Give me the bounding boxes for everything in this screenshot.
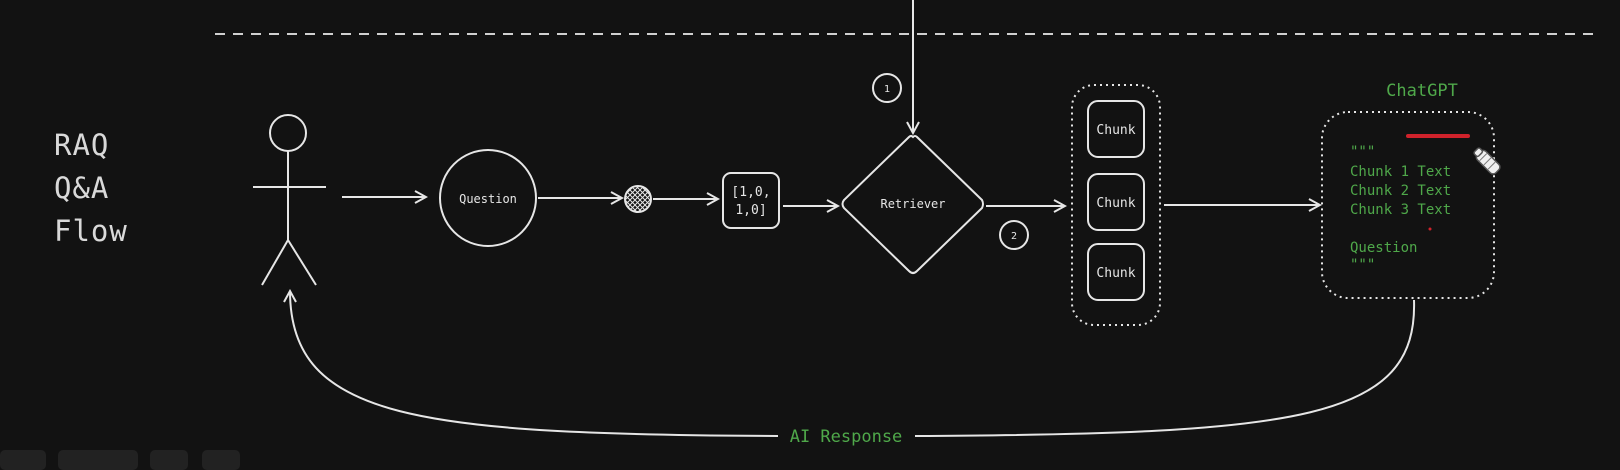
- step-1-badge: 1: [872, 73, 902, 103]
- user-stick-figure: [253, 114, 326, 286]
- chunk-box-1: Chunk: [1087, 100, 1145, 158]
- toolbar-button-1[interactable]: [0, 450, 46, 470]
- title-line-2: Q&A: [54, 171, 110, 205]
- question-node: Question: [439, 149, 537, 247]
- marker-pen-cursor-icon: [1473, 147, 1501, 175]
- chatgpt-prompt-box: [1321, 111, 1495, 299]
- question-node-label: Question: [459, 192, 517, 206]
- red-marker-dot: [1428, 227, 1432, 231]
- prompt-line-2: Chunk 2 Text: [1350, 183, 1451, 199]
- ai-response-curve-left: [290, 291, 779, 437]
- vector-node: [1,0, 1,0]: [722, 172, 780, 229]
- chunks-container: [1071, 84, 1161, 326]
- chunk-2-label: Chunk: [1096, 196, 1135, 211]
- chunk-1-label: Chunk: [1096, 123, 1135, 138]
- prompt-line-1: Chunk 1 Text: [1350, 164, 1451, 180]
- prompt-open-quotes: """: [1350, 144, 1375, 160]
- vector-line-2: 1,0]: [735, 203, 766, 218]
- retriever-node-label: Retriever: [880, 197, 945, 211]
- prompt-question: Question: [1350, 240, 1417, 256]
- ai-response-curve-right: [914, 299, 1416, 437]
- step-2-label: 2: [1011, 231, 1017, 242]
- prompt-line-3: Chunk 3 Text: [1350, 202, 1451, 218]
- chunk-box-2: Chunk: [1087, 173, 1145, 231]
- prompt-close-quotes: """: [1350, 257, 1375, 273]
- step-2-badge: 2: [999, 220, 1029, 250]
- chatgpt-label: ChatGPT: [1386, 81, 1458, 101]
- chunk-box-3: Chunk: [1087, 243, 1145, 301]
- toolbar-button-2[interactable]: [58, 450, 138, 470]
- ai-response-label: AI Response: [790, 427, 903, 447]
- embedding-node: [624, 185, 652, 213]
- toolbar-button-3[interactable]: [150, 450, 188, 470]
- retriever-node: Retriever: [841, 135, 984, 274]
- chunk-3-label: Chunk: [1096, 266, 1135, 281]
- toolbar-button-4[interactable]: [202, 450, 240, 470]
- prompt-text: """ Chunk 1 Text Chunk 2 Text Chunk 3 Te…: [1350, 144, 1451, 273]
- title-line-3: Flow: [54, 214, 128, 248]
- vector-line-1: [1,0,: [731, 185, 770, 200]
- step-1-label: 1: [884, 84, 890, 95]
- title-line-1: RAQ: [54, 128, 110, 162]
